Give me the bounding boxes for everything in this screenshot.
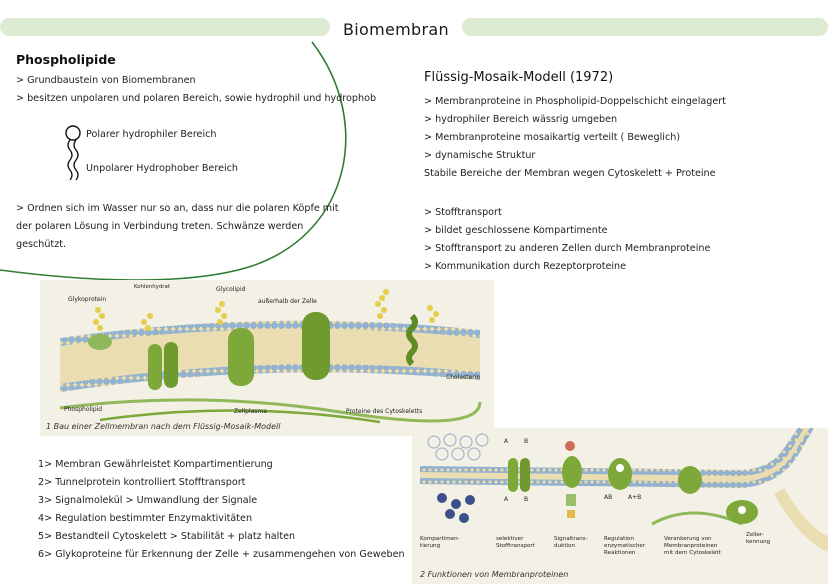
modell-functions: > Stofftransport > bildet geschlossene K… [424,204,710,276]
label-zellplasma: Zellplasma [234,408,267,415]
label-line: Membranproteinen [664,543,718,549]
modell-line: > Membranproteine in Phospholipid-Doppel… [424,96,726,107]
phospholipide-line: > besitzen unpolaren und polaren Bereich… [16,93,377,104]
page-title: Biomembran [343,20,449,39]
phospholipid-sketch-icon [65,125,81,181]
numbered-item: 5> Bestandteil Cytoskelett > Stabilität … [38,531,296,542]
title-bar-left [0,18,330,36]
figure-membrane-structure: Glykoprotein Kohlenhydrat Glycolipid auß… [40,280,494,436]
modell-lines: > Membranproteine in Phospholipid-Doppel… [424,93,726,183]
label-line: selektiver [496,536,524,542]
modell-heading: Flüssig-Mosaik-Modell (1972) [424,70,614,85]
label-line: Stofftransport [496,543,535,549]
numbered-item: 3> Signalmolekül > Umwandlung der Signal… [38,495,258,506]
label-zellerkennung: Zeller- kennung [746,532,770,546]
figure-membrane-functions: A B A B AB A+B Kompartimen- tierung sele… [412,428,828,584]
label-line: duktion [554,543,576,549]
label-ab: AB [604,494,613,501]
label-verankerung: Verankerung von Membranproteinen mit dem… [664,536,721,557]
unpolar-label: Unpolarer Hydrophober Bereich [86,163,238,174]
figure1-caption: 1 Bau einer Zellmembran nach dem Flüssig… [46,422,281,431]
phospholipide-lines: > Grundbaustein von Biomembranen > besit… [16,72,376,108]
label-apb: A+B [628,494,642,501]
water-line: der polaren Lösung in Verbindung treten.… [16,221,304,232]
modell-line: > Membranproteine mosaikartig verteilt (… [424,132,681,143]
label-b2: B [524,496,529,503]
functions-illustration [420,428,828,552]
label-line: Zeller- [746,532,764,538]
phospholipide-line: > Grundbaustein von Biomembranen [16,75,196,86]
function-line: > bildet geschlossene Kompartimente [424,225,608,236]
label-line: Reaktionen [604,550,636,556]
label-cholesterin: Cholesterin [446,374,481,381]
label-kohlenhydrat: Kohlenhydrat [134,284,170,290]
label-line: Signaltrans- [554,536,588,542]
modell-line: Stabile Bereiche der Membran wegen Cytos… [424,168,716,179]
label-selektiv: selektiver Stofftransport [496,536,535,550]
label-glykoprotein: Glykoprotein [68,296,107,303]
label-signal: Signaltrans- duktion [554,536,588,550]
function-line: > Stofftransport zu anderen Zellen durch… [424,243,711,254]
label-glycolipid: Glycolipid [216,286,246,293]
numbered-item: 4> Regulation bestimmter Enzymaktivitäte… [38,513,253,524]
label-line: Verankerung von [664,536,712,542]
water-line: > Ordnen sich im Wasser nur so an, dass … [16,203,339,214]
label-kompartimentierung: Kompartimen- tierung [420,536,460,550]
polar-label: Polarer hydrophiler Bereich [86,129,217,140]
label-line: Kompartimen- [420,536,460,542]
numbered-item: 1> Membran Gewährleistet Kompartimentier… [38,459,273,470]
function-line: > Stofftransport [424,207,502,218]
numbered-list: 1> Membran Gewährleistet Kompartimentier… [38,456,405,564]
label-cytoskelett: Proteine des Cytoskeletts [346,408,423,415]
label-a2: A [504,496,509,503]
section-curve [0,41,347,281]
label-line: Regulation [604,536,634,542]
label-line: kennung [746,539,771,545]
label-regulation: Regulation enzymatischer Reaktionen [604,536,645,557]
modell-line: > hydrophiler Bereich wässrig umgeben [424,114,618,125]
label-line: enzymatischer [604,543,646,549]
phospholipide-heading: Phospholipide [16,52,116,67]
label-a1: A [504,438,509,445]
numbered-item: 2> Tunnelprotein kontrolliert Stofftrans… [38,477,246,488]
modell-line: > dynamische Struktur [424,150,536,161]
numbered-item: 6> Glykoproteine für Erkennung der Zelle… [38,549,405,560]
function-line: > Kommunikation durch Rezeptorproteine [424,261,627,272]
membrane-illustration [59,289,482,424]
label-line: mit dem Cytoskelett [664,550,721,556]
title-bar-right [462,18,828,36]
label-phospholipid: Phospholipid [64,406,103,413]
label-ausserhalb: außerhalb der Zelle [258,298,317,305]
label-b1: B [524,438,529,445]
figure2-caption: 2 Funktionen von Membranproteinen [420,570,569,579]
water-line: geschützt. [16,239,67,250]
water-text: > Ordnen sich im Wasser nur so an, dass … [16,200,339,254]
label-line: tierung [420,543,441,549]
